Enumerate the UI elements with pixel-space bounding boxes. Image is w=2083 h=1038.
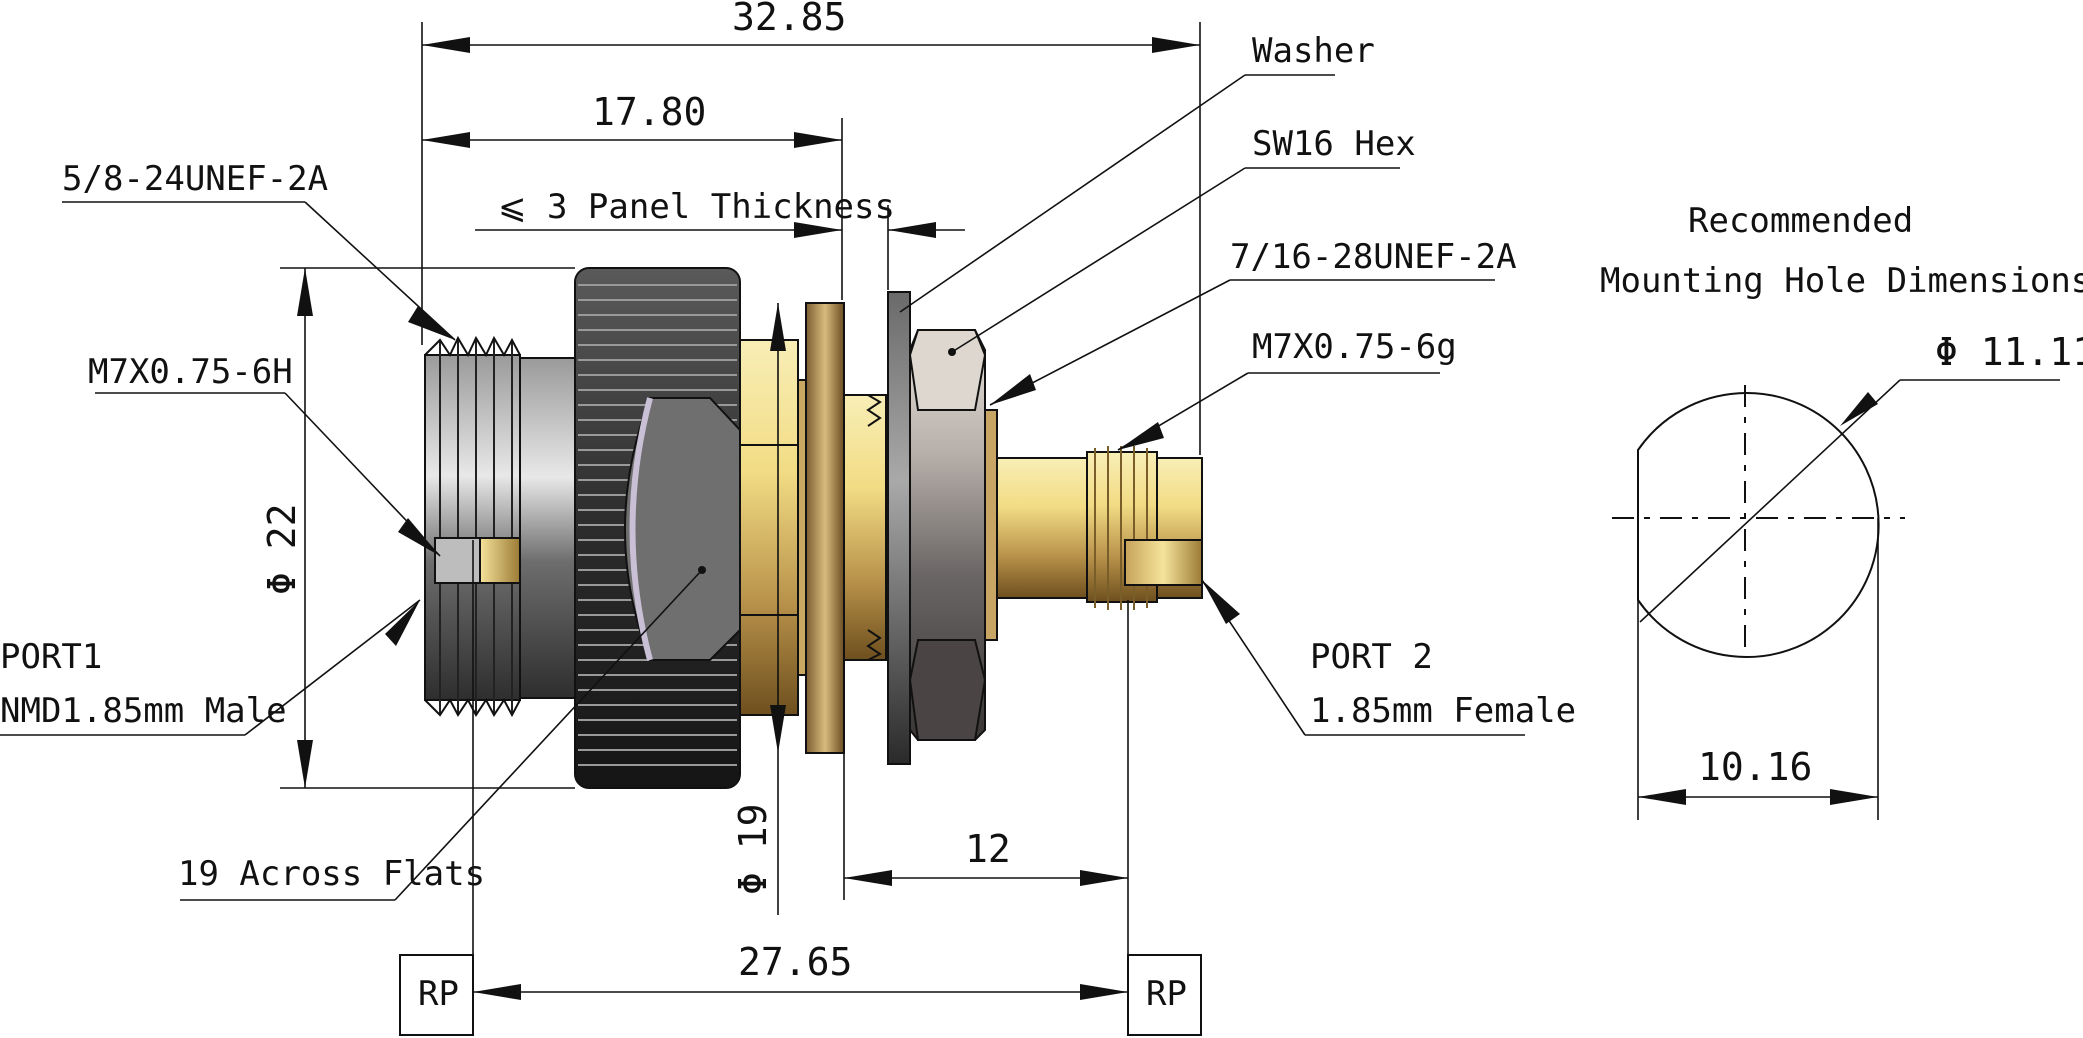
dim-mount-diameter: 11.11 xyxy=(1981,330,2083,374)
dim-mount-width: 10.16 xyxy=(1698,745,1812,789)
port1-label: PORT1 xyxy=(0,637,102,677)
thread-7-16-label: 7/16-28UNEF-2A xyxy=(1230,237,1517,277)
silver-sleeve xyxy=(519,357,583,699)
diameter-symbol-22: Φ xyxy=(260,572,304,595)
port2-label: PORT 2 xyxy=(1310,637,1433,677)
svg-text:Φ 19: Φ 19 xyxy=(731,803,775,895)
connector-body xyxy=(424,267,1203,789)
washer-plate xyxy=(887,291,911,765)
diameter-symbol-19: Φ xyxy=(731,872,775,895)
rp-right-label: RP xyxy=(1146,974,1187,1014)
thread-m7-6g-label: M7X0.75-6g xyxy=(1252,327,1457,367)
flange-plate xyxy=(805,302,845,754)
thread-5-8-label: 5/8-24UNEF-2A xyxy=(62,159,328,199)
rp-box-left xyxy=(399,954,474,1036)
right-shaft xyxy=(996,457,1088,599)
rp-left-label: RP xyxy=(418,974,459,1014)
nut-hex-face xyxy=(624,397,741,661)
left-thread-ridges xyxy=(439,338,513,715)
diameter-symbol-mount: Φ xyxy=(1935,330,1958,374)
mounting-title-line1: Recommended xyxy=(1688,201,1913,241)
thread-m7-6h-label: M7X0.75-6H xyxy=(88,352,293,392)
dim-diameter-19: 19 xyxy=(731,803,775,849)
labels: 32.85 17.80 ⩽ 3 Panel Thickness Φ 22 Φ 1… xyxy=(0,0,2083,1014)
dim-body-length: 17.80 xyxy=(592,90,706,134)
dim-diameter-22: 22 xyxy=(260,503,304,549)
washer-label: Washer xyxy=(1252,31,1375,71)
hex-label: SW16 Hex xyxy=(1252,124,1416,164)
mounting-title-line2: Mounting Hole Dimensions xyxy=(1600,261,2083,301)
port2-type-label: 1.85mm Female xyxy=(1310,691,1576,731)
leader-lines xyxy=(0,74,1525,901)
right-inner-socket xyxy=(1124,539,1203,586)
mounting-hole-view xyxy=(1612,379,2060,820)
svg-text:Φ 22: Φ 22 xyxy=(260,503,304,595)
dim-overall-length: 32.85 xyxy=(732,0,846,39)
port1-type-label: NMD1.85mm Male xyxy=(0,691,287,731)
across-flats-label: 19 Across Flats xyxy=(178,854,485,894)
svg-text:⩽ 3 Panel Thickness: ⩽ 3 Panel Thickness xyxy=(498,187,895,227)
dim-rp-span: 27.65 xyxy=(738,940,852,984)
gold-body xyxy=(739,339,799,716)
rp-box-right xyxy=(1127,954,1202,1036)
panel-thickness-label: 3 Panel Thickness xyxy=(547,187,895,227)
dim-port2-length: 12 xyxy=(965,827,1011,871)
dimension-lines xyxy=(280,22,1202,1036)
panel-thread xyxy=(843,394,887,661)
less-equal-symbol: ⩽ xyxy=(498,187,527,227)
svg-text:Φ 11.11: Φ 11.11 xyxy=(1935,330,2083,374)
